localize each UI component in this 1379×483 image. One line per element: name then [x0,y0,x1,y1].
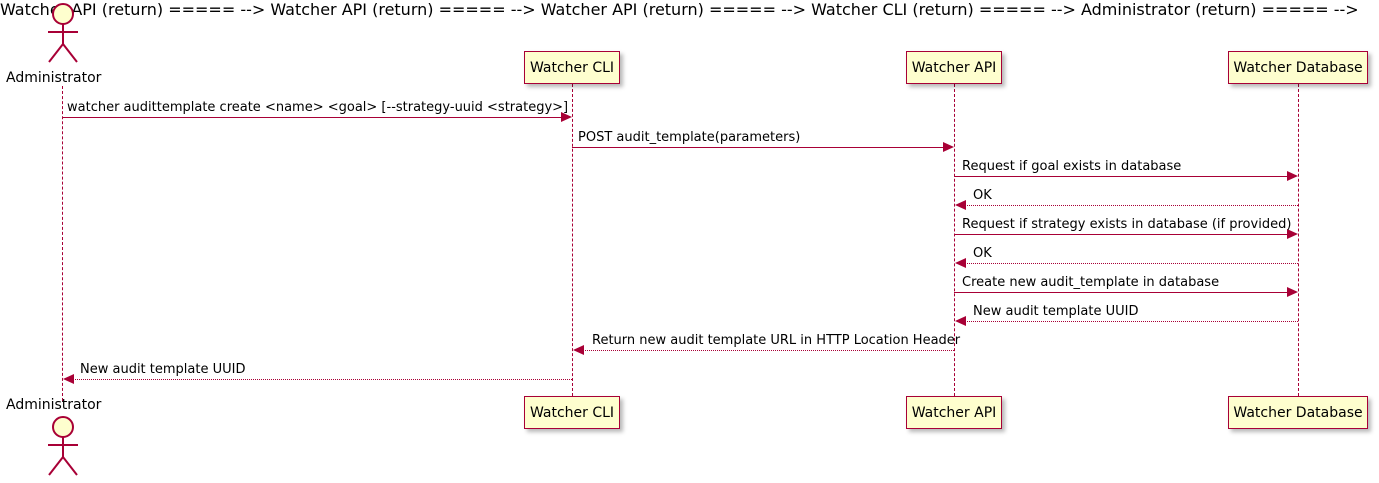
lifeline-watcher-database [1298,84,1299,396]
message-arrowhead-5 [1287,229,1298,239]
actor-administrator-top [42,2,84,64]
message-arrowhead-8 [955,316,966,326]
participant-watcher-cli-bottom[interactable]: Watcher CLI [524,396,620,429]
message-line-1 [62,117,562,118]
lifeline-watcher-api [954,84,955,396]
message-arrowhead-9 [573,345,584,355]
message-arrowhead-2 [943,142,954,152]
message-arrowhead-3 [1287,171,1298,181]
participant-watcher-database-top[interactable]: Watcher Database [1228,51,1368,84]
message-label-1: watcher audittemplate create <name> <goa… [67,100,569,115]
message-label-5: Request if strategy exists in database (… [962,217,1292,232]
participant-watcher-database-bottom[interactable]: Watcher Database [1228,396,1368,429]
message-label-7: Create new audit_template in database [962,275,1220,290]
message-label-8: New audit template UUID [973,304,1139,319]
message-line-9 [583,350,954,351]
lifeline-administrator [62,86,63,401]
participant-watcher-cli-top[interactable]: Watcher CLI [524,51,620,84]
participant-watcher-api-top[interactable]: Watcher API [906,51,1002,84]
message-line-2 [572,147,944,148]
actor-administrator-bottom [42,415,84,477]
message-line-4 [965,205,1298,206]
message-line-8 [965,321,1298,322]
message-arrowhead-4 [955,200,966,210]
message-arrowhead-1 [561,112,572,122]
message-line-5 [954,234,1288,235]
message-arrowhead-7 [1287,287,1298,297]
message-arrowhead-10 [63,374,74,384]
message-label-3: Request if goal exists in database [962,159,1182,174]
message-line-3 [954,176,1288,177]
message-label-6: OK [973,246,992,261]
message-label-10: New audit template UUID [80,362,246,377]
message-label-2: POST audit_template(parameters) [578,130,801,145]
message-arrowhead-6 [955,258,966,268]
participant-watcher-api-bottom[interactable]: Watcher API [906,396,1002,429]
message-line-10 [73,379,572,380]
message-line-6 [965,263,1298,264]
message-label-4: OK [973,188,992,203]
actor-label-administrator-bottom: Administrator [6,397,102,413]
lifeline-watcher-cli [572,84,573,396]
message-label-9: Return new audit template URL in HTTP Lo… [592,333,961,348]
actor-label-administrator-top: Administrator [6,70,102,86]
message-line-7 [954,292,1288,293]
